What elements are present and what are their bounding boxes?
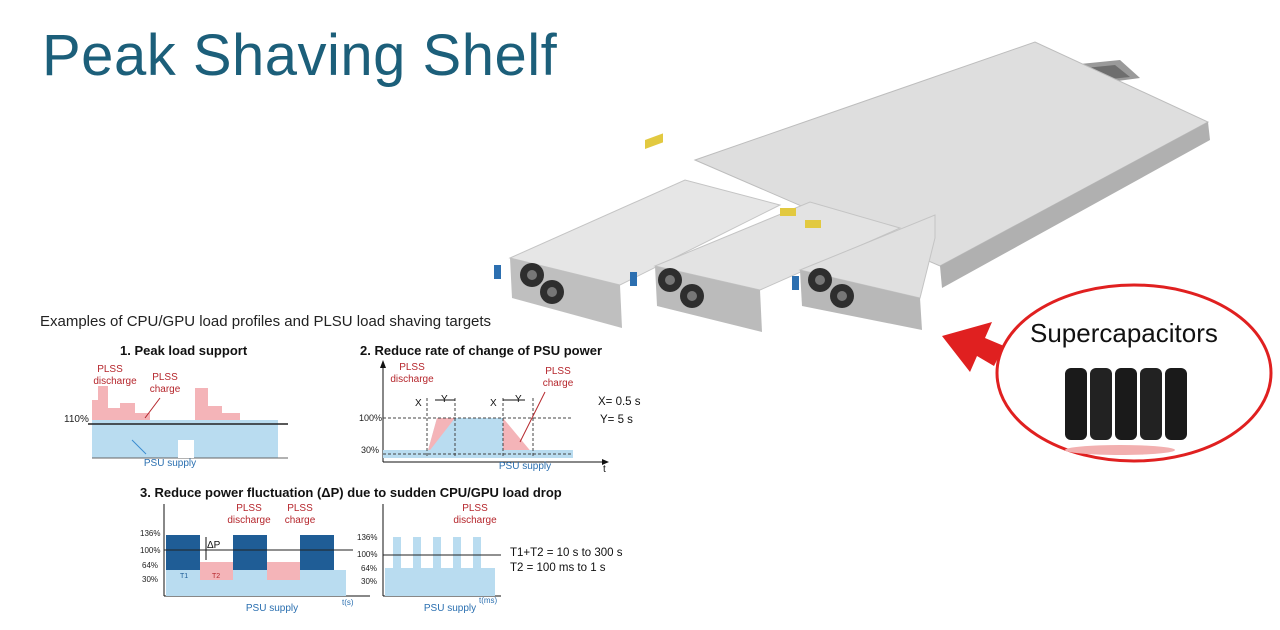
chart-2-param-y: Y= 5 s	[600, 414, 633, 426]
chart-3-title: 3. Reduce power fluctuation (ΔP) due to …	[140, 485, 562, 500]
chart-2-psu-label: PSU supply	[499, 461, 551, 472]
chart-3-t2: T2	[212, 573, 220, 580]
chart-2-title: 2. Reduce rate of change of PSU power	[360, 343, 602, 358]
diagram-subtitle: Examples of CPU/GPU load profiles and PL…	[40, 313, 492, 330]
chart-3-psu-label: PSU supply	[246, 603, 298, 614]
chart-4-ylabel-136: 136%	[357, 533, 377, 542]
chart-2-ylabel-100: 100%	[359, 413, 382, 423]
chart-3-t1: T1	[180, 573, 188, 580]
chart-3-ylabel-64: 64%	[142, 561, 158, 570]
supercapacitor-icon	[1065, 368, 1187, 455]
chart-3-ylabel-100: 100%	[140, 546, 160, 555]
chart-4-ylabel-100: 100%	[357, 550, 377, 559]
chart-3-delta: ΔP	[207, 540, 221, 551]
chart-2-x-marker: X	[415, 398, 422, 409]
supercapacitor-callout	[942, 283, 1273, 463]
slide-title: Peak Shaving Shelf	[42, 23, 558, 88]
chart-2-x-marker-2: X	[490, 398, 497, 409]
supercapacitors-label: Supercapacitors	[1030, 318, 1218, 348]
chart-4-param-1: T1+T2 = 10 s to 300 s	[510, 547, 623, 559]
server-shelf-image	[494, 41, 1210, 332]
chart-4-ylabel-64: 64%	[361, 564, 377, 573]
chart-1-title: 1. Peak load support	[120, 343, 248, 358]
chart-4-psu-label: PSU supply	[424, 603, 476, 614]
chart-4-ylabel-30: 30%	[361, 577, 377, 586]
chart-2-ylabel-30: 30%	[361, 445, 379, 455]
chart-2-axis-t: t	[603, 464, 606, 473]
chart-4-param-2: T2 = 100 ms to 1 s	[510, 562, 606, 574]
chart-3-ylabel-136: 136%	[140, 529, 160, 538]
chart-4-axis: t(ms)	[479, 596, 498, 605]
chart-1-level-label: 110%	[64, 414, 89, 425]
chart-3-axis: t(s)	[342, 598, 354, 607]
chart-2-param-x: X= 0.5 s	[598, 396, 641, 408]
chart-1-psu-label: PSU supply	[144, 458, 196, 469]
chart-3-ylabel-30: 30%	[142, 575, 158, 584]
